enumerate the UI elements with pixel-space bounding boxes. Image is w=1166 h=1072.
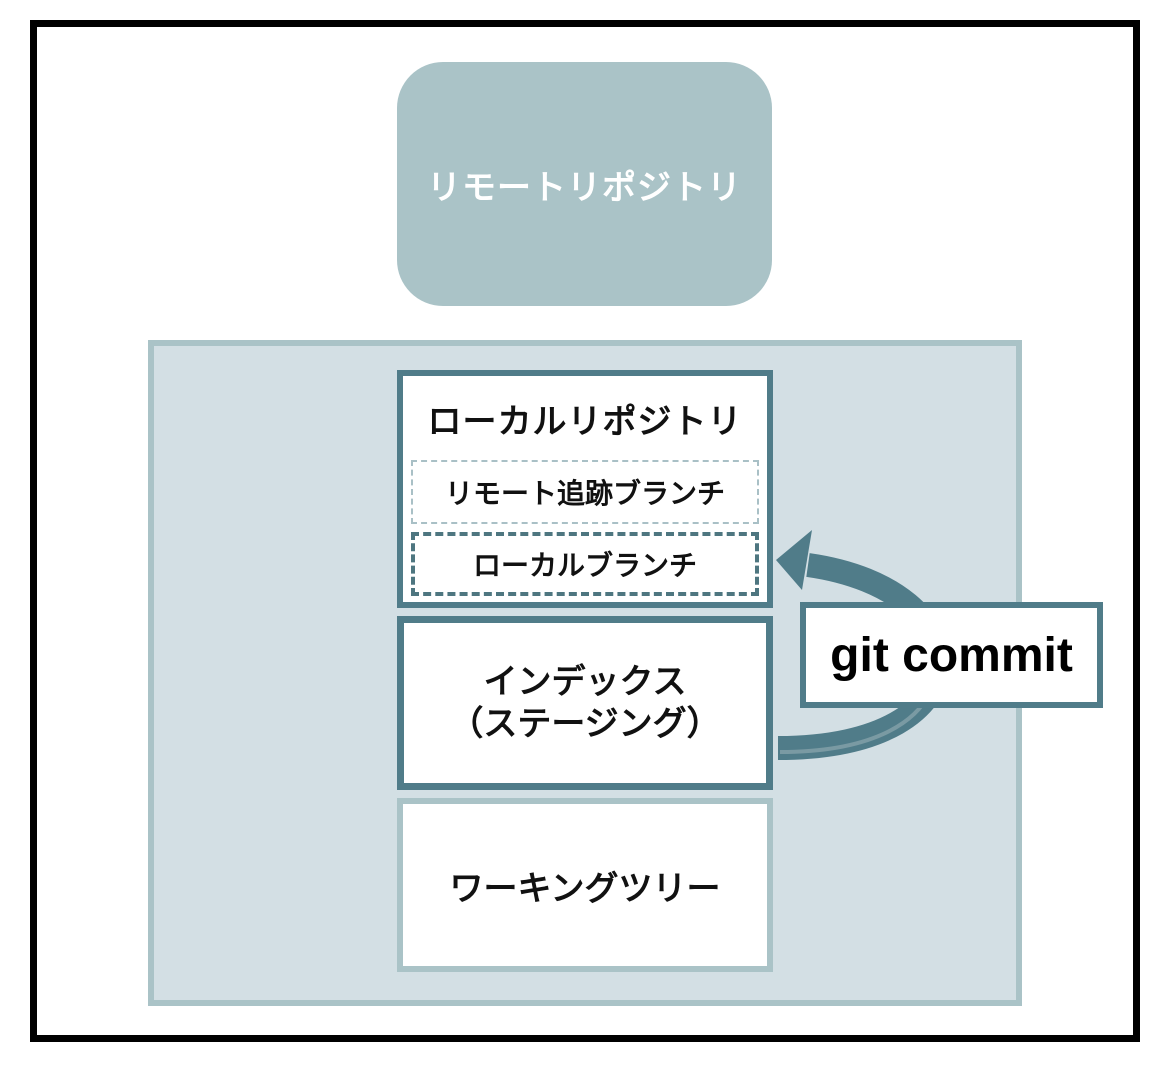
index-staging-box: インデックス （ステージング） <box>397 616 773 790</box>
index-label: インデックス <box>483 661 687 702</box>
local-repository-box: ローカルリポジトリ リモート追跡ブランチ ローカルブランチ <box>397 370 773 608</box>
working-tree-label: ワーキングツリー <box>449 868 721 909</box>
remote-tracking-branch-label: リモート追跡ブランチ <box>444 477 725 510</box>
remote-repository-label: リモートリポジトリ <box>427 167 742 208</box>
remote-tracking-branch-box: リモート追跡ブランチ <box>411 460 759 524</box>
local-branch-box: ローカルブランチ <box>411 532 759 596</box>
remote-repository-box: リモートリポジトリ <box>397 62 772 306</box>
git-commit-label: git commit <box>800 602 1103 708</box>
local-branch-label: ローカルブランチ <box>472 549 697 582</box>
local-repository-title: ローカルリポジトリ <box>427 402 743 442</box>
git-commit-text: git commit <box>830 628 1073 682</box>
staging-label: （ステージング） <box>449 704 721 744</box>
working-tree-box: ワーキングツリー <box>397 798 773 972</box>
